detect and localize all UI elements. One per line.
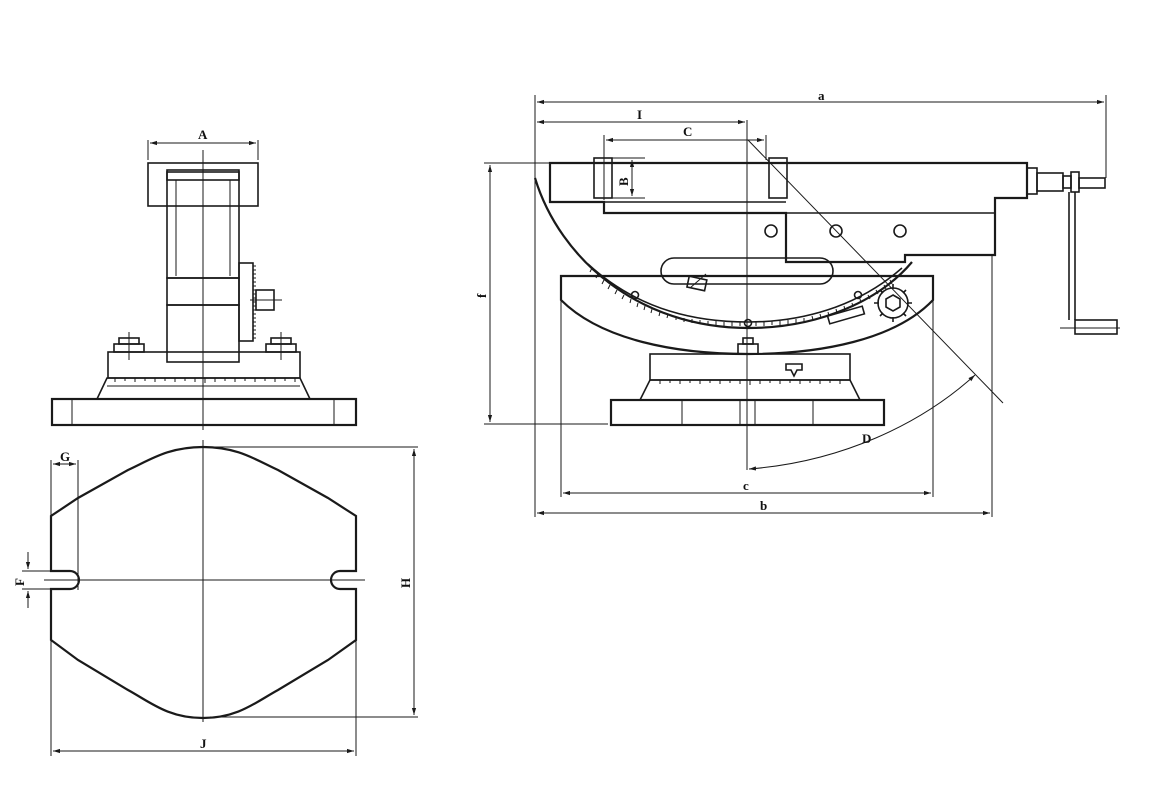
dim-label-D: D <box>862 431 871 446</box>
dim-label-A: A <box>198 127 208 142</box>
dim-label-b: b <box>760 498 767 513</box>
dim-label-C: C <box>683 124 692 139</box>
pinion-gear <box>874 284 912 322</box>
front-scale-ticks <box>114 378 296 383</box>
top-view: G F H J <box>12 440 418 756</box>
dim-label-F: F <box>12 578 27 586</box>
dim-label-H: H <box>398 578 413 588</box>
dim-label-f: f <box>474 293 489 298</box>
dim-label-a: a <box>818 88 825 103</box>
side-view: a I C B f D c b <box>474 88 1120 517</box>
dim-label-I: I <box>637 107 642 122</box>
dim-label-G: G <box>60 449 70 464</box>
dim-label-B: B <box>616 177 631 186</box>
dim-label-J: J <box>200 736 207 751</box>
dim-label-c: c <box>743 478 749 493</box>
front-view: A <box>50 127 358 430</box>
